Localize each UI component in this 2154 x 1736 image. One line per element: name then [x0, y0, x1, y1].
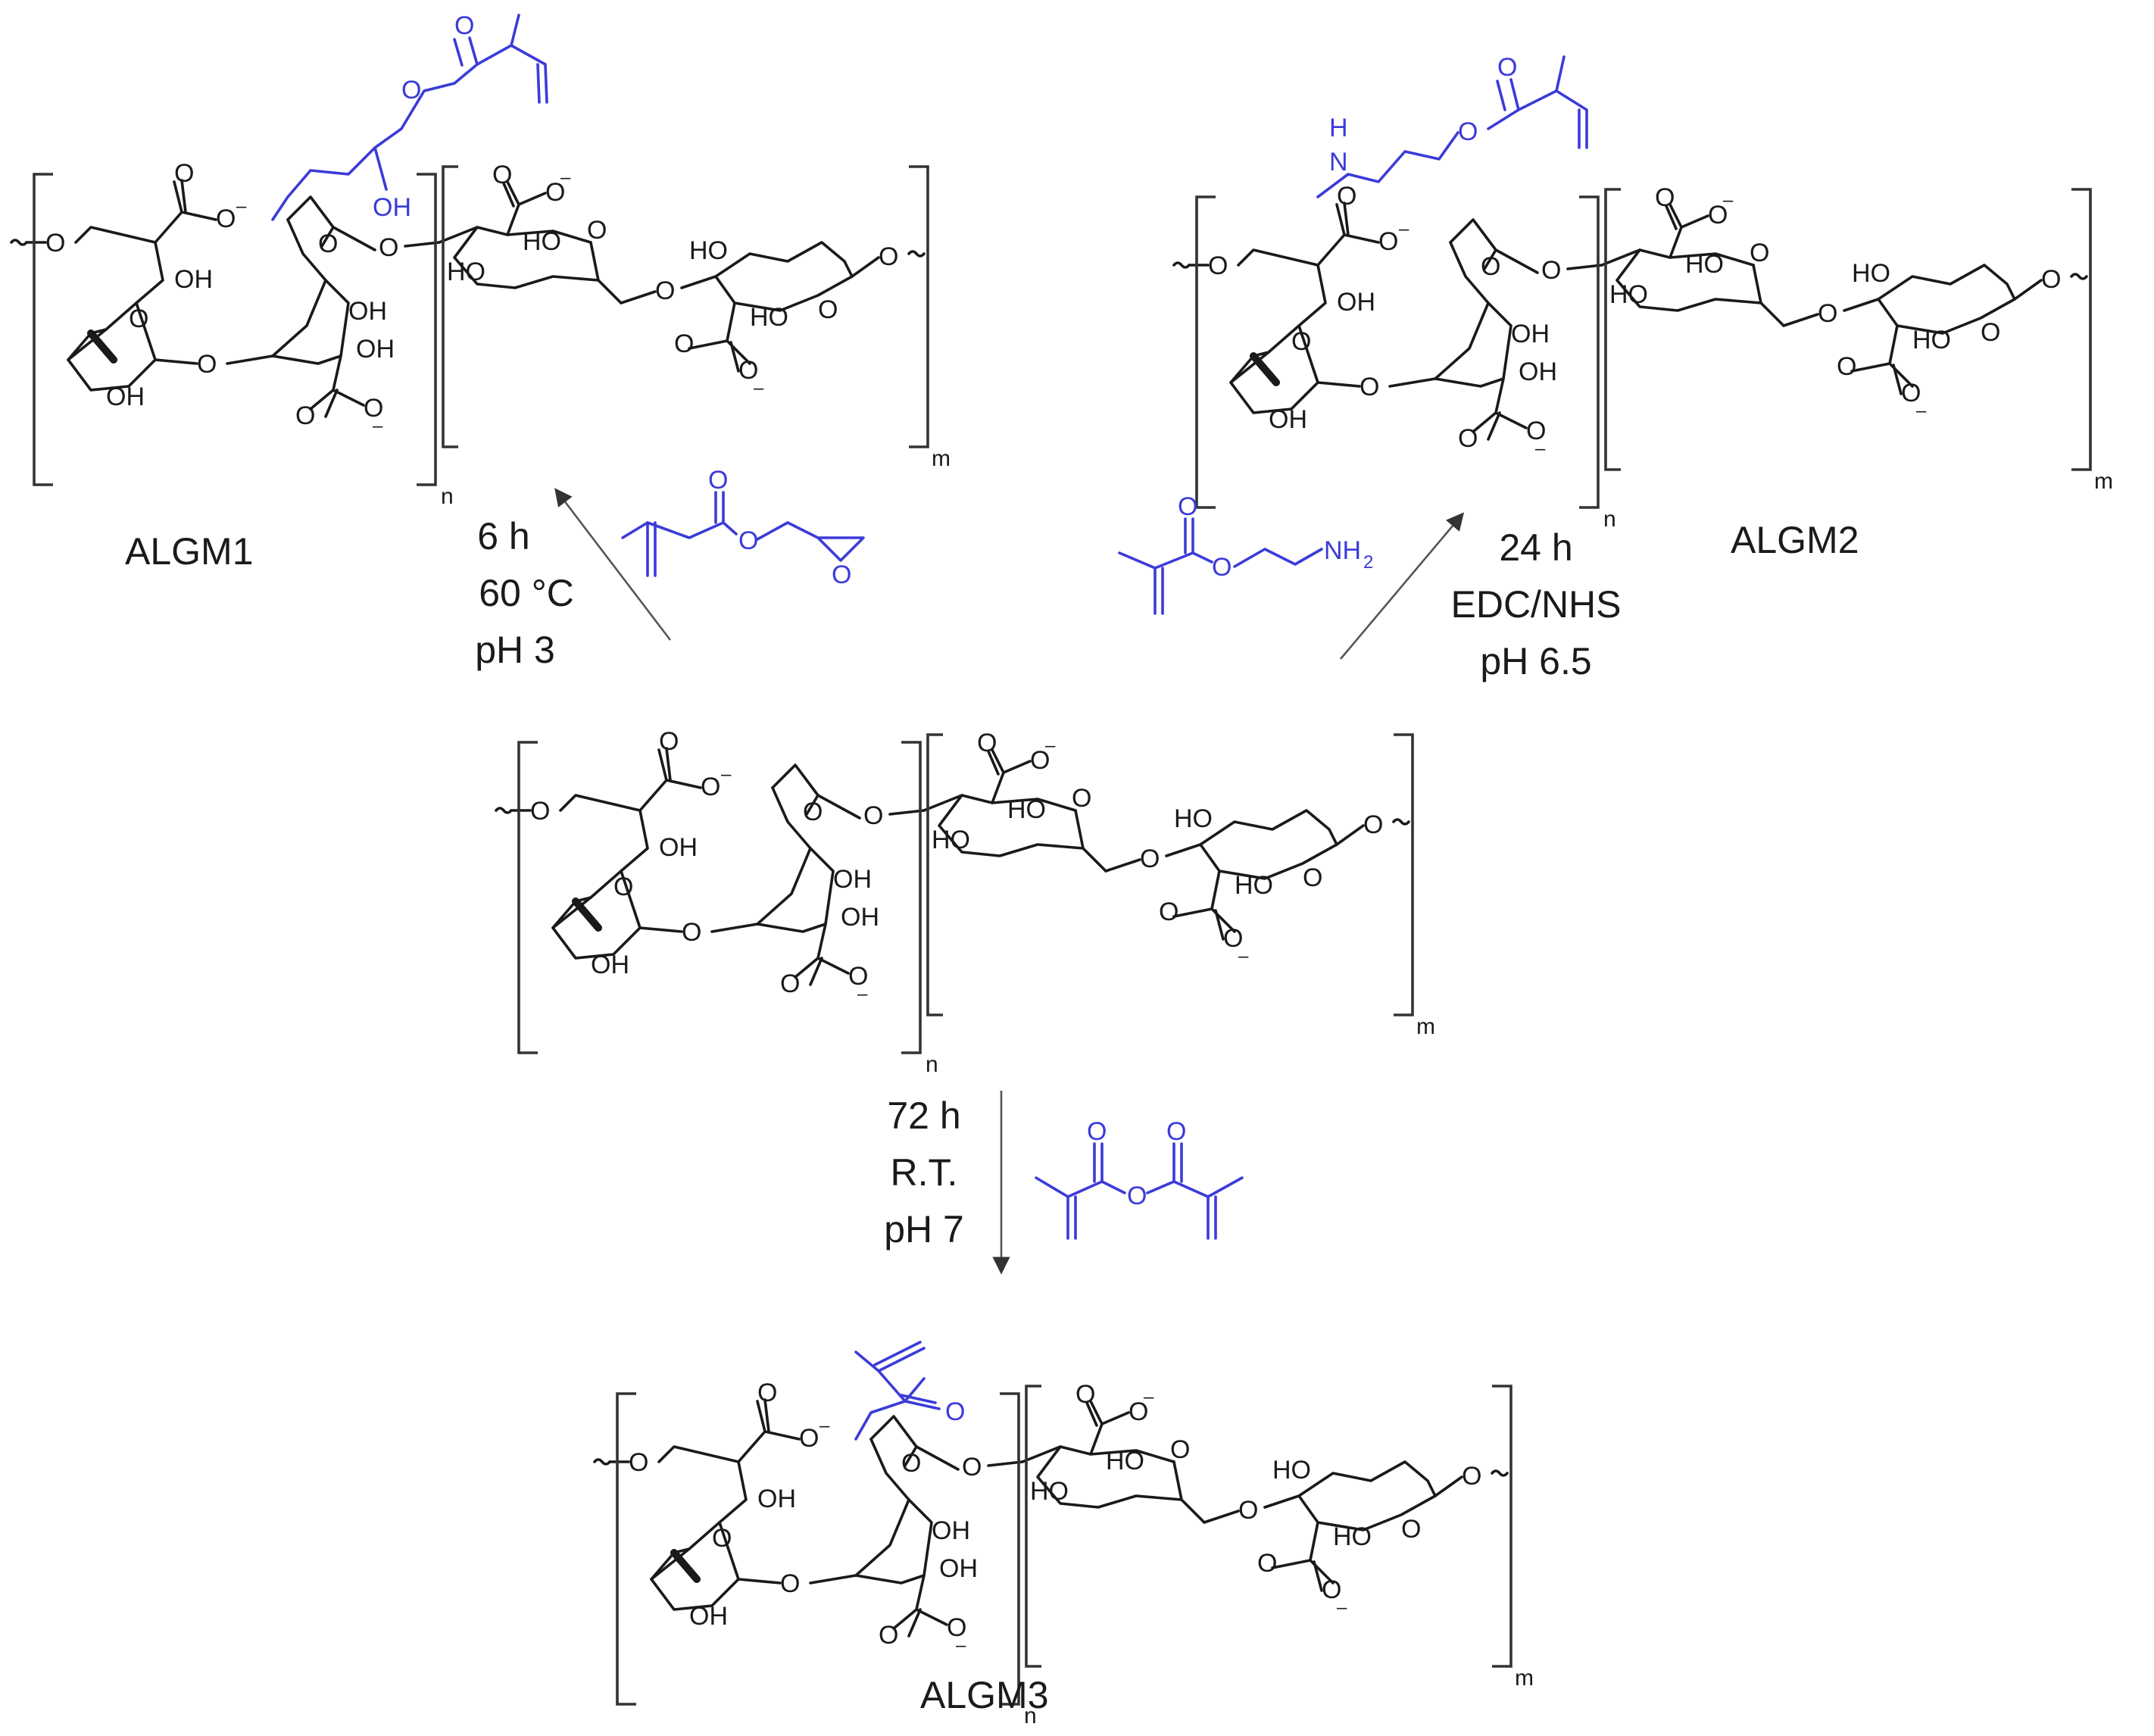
reagent-aminoethyl-methacrylate: O O NH 2: [1118, 492, 1373, 615]
condition-time: 24 h: [1499, 526, 1572, 569]
algm3-structure: O: [595, 1341, 1534, 1728]
atom-o-blue: O: [945, 1397, 965, 1426]
arrow-to-algm2: [1340, 512, 1465, 660]
atom-o-blue: O: [1127, 1182, 1147, 1210]
algm1-structure: O O OH: [11, 11, 951, 509]
condition-temperature: 60 °C: [479, 572, 574, 614]
atom-nh2-blue: NH: [1324, 536, 1361, 565]
reagent-glycidyl-methacrylate: O O O: [621, 466, 865, 589]
atom-o-blue: O: [454, 11, 474, 40]
conditions-r2: 24 h EDC/NHS pH 6.5: [1450, 526, 1621, 682]
product-label-algm2: ALGM2: [1731, 519, 1859, 561]
product-label-algm1: ALGM1: [125, 530, 254, 573]
condition-reagent: EDC/NHS: [1450, 583, 1621, 626]
atom-o-blue: O: [832, 560, 851, 589]
alginate-structure: [496, 727, 1435, 1077]
atom-o-blue: O: [738, 526, 758, 555]
atom-oh-blue: OH: [373, 193, 411, 222]
condition-temperature: R.T.: [891, 1151, 958, 1194]
algm2-structure: H N O O: [1174, 53, 2113, 532]
conditions-r3: 72 h R.T. pH 7: [884, 1094, 964, 1250]
arrow-to-algm1: [554, 488, 672, 641]
atom-n-blue: N: [1329, 148, 1348, 176]
atom-nh2-subscript: 2: [1363, 552, 1373, 573]
atom-o-blue: O: [1166, 1117, 1186, 1146]
atom-o-blue: O: [1178, 492, 1197, 521]
condition-time: 72 h: [887, 1094, 960, 1137]
reagent-methacrylic-anhydride: O O O: [1035, 1117, 1244, 1240]
atom-o-blue: O: [1212, 553, 1232, 582]
atom-o-blue: O: [708, 466, 728, 495]
atom-o-blue: O: [1497, 53, 1517, 82]
condition-time: 6 h: [477, 515, 530, 557]
conditions-r1: 6 h 60 °C pH 3: [475, 515, 574, 671]
condition-ph: pH 7: [884, 1208, 964, 1250]
condition-ph: pH 3: [475, 629, 555, 671]
condition-ph: pH 6.5: [1480, 640, 1591, 682]
atom-o-blue: O: [401, 76, 421, 105]
atom-o-blue: O: [1087, 1117, 1107, 1146]
atom-o-blue: O: [1458, 117, 1478, 146]
atom-h-blue: H: [1329, 114, 1348, 142]
product-label-algm3: ALGM3: [920, 1674, 1049, 1716]
